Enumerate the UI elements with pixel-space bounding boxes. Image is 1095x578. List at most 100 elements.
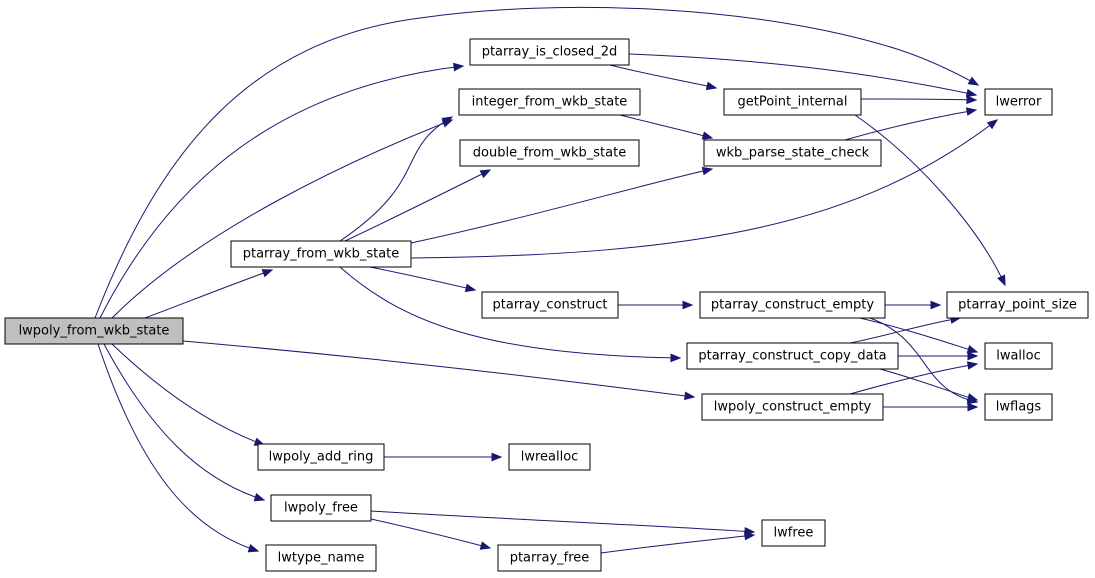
edge-line: [144, 269, 273, 319]
edge-line: [849, 317, 961, 344]
edge-arrowhead: [464, 283, 477, 293]
edge-ptarray_construct_empty-to-ptarray_point_size: [885, 300, 942, 310]
edge-arrowhead: [684, 391, 696, 401]
node-ptarray-point-size[interactable]: ptarray_point_size: [946, 291, 1089, 319]
edge-line: [859, 317, 978, 353]
node-label: lwtype_name: [278, 551, 365, 566]
edge-line: [339, 266, 681, 359]
node-ptarray-free[interactable]: ptarray_free: [497, 544, 602, 572]
edge-line: [628, 53, 977, 96]
edge-line: [94, 6, 979, 319]
node-label: lwpoly_from_wkb_state: [19, 324, 170, 339]
node-integer-from-wkb-state[interactable]: integer_from_wkb_state: [458, 88, 641, 116]
edge-arrowhead: [682, 300, 694, 310]
edge-ptarray_construct_copy_data-to-lwflags: [879, 368, 979, 402]
nodes-layer: lwpoly_from_wkb_state ptarray_is_closed_…: [4, 38, 1089, 572]
edge-ptarray_from_wkb_state-to-ptarray_construct: [369, 266, 477, 293]
node-lwerror[interactable]: lwerror: [984, 88, 1053, 116]
edge-line: [609, 64, 717, 89]
edge-ptarray_is_closed_2d-to-lwerror: [628, 53, 978, 98]
node-ptarray-construct-copy-data[interactable]: ptarray_construct_copy_data: [686, 342, 899, 370]
edge-arrowhead: [965, 88, 978, 98]
node-lwpoly-free[interactable]: lwpoly_free: [270, 494, 372, 522]
edge-getPoint_internal-to-ptarray_point_size: [854, 114, 1006, 287]
edge-ptarray_from_wkb_state-to-ptarray_construct_copy_data: [339, 266, 682, 363]
node-label: lwalloc: [996, 349, 1041, 364]
edge-ptarray_construct_copy_data-to-lwalloc: [898, 351, 979, 361]
edge-lwpoly_from_wkb_state-to-ptarray_from_wkb_state: [144, 269, 274, 319]
edge-ptarray_construct-to-ptarray_construct_empty: [618, 300, 694, 310]
node-ptarray-from-wkb-state[interactable]: ptarray_from_wkb_state: [230, 240, 412, 268]
edge-lwpoly_from_wkb_state-to-lwpoly_free: [103, 343, 266, 502]
node-label: ptarray_from_wkb_state: [243, 247, 400, 262]
edge-lwpoly_free-to-lwfree: [370, 510, 756, 536]
edge-line: [339, 116, 453, 242]
edge-ptarray_from_wkb_state-to-lwerror: [410, 119, 999, 259]
node-label: integer_from_wkb_state: [472, 95, 628, 110]
edge-arrowhead: [670, 353, 682, 363]
edge-arrowhead: [253, 493, 266, 502]
edge-ptarray_from_wkb_state-to-double_from_wkb_state: [344, 169, 492, 242]
edge-line: [619, 114, 713, 139]
edge-lwpoly_construct_empty-to-lwflags: [882, 402, 979, 412]
node-label: ptarray_free: [510, 551, 590, 566]
node-lwtype-name[interactable]: lwtype_name: [265, 544, 377, 572]
node-label: lwpoly_construct_empty: [714, 400, 872, 415]
edge-line: [410, 119, 998, 259]
edge-lwpoly_from_wkb_state-to-lwtype_name: [97, 343, 260, 553]
edge-arrowhead: [701, 131, 714, 140]
edge-line: [370, 510, 755, 533]
node-label: lwfree: [774, 526, 814, 541]
edge-line: [600, 534, 755, 554]
node-lwpoly-from-wkb-state[interactable]: lwpoly_from_wkb_state: [4, 317, 184, 345]
node-wkb-parse-state-check[interactable]: wkb_parse_state_check: [703, 139, 882, 167]
node-label: ptarray_point_size: [958, 298, 1077, 313]
node-label: ptarray_is_closed_2d: [482, 45, 618, 60]
node-double-from-wkb-state[interactable]: double_from_wkb_state: [459, 139, 640, 167]
node-lwpoly-add-ring[interactable]: lwpoly_add_ring: [257, 443, 385, 471]
edge-lwpoly_from_wkb_state-to-integer_from_wkb_state: [111, 119, 454, 319]
edge-line: [344, 169, 491, 242]
node-label: getPoint_internal: [737, 95, 847, 110]
node-ptarray-is-closed-2d[interactable]: ptarray_is_closed_2d: [469, 38, 630, 66]
node-ptarray-construct[interactable]: ptarray_construct: [481, 291, 619, 319]
edge-arrowhead: [479, 169, 492, 179]
node-label: double_from_wkb_state: [473, 146, 626, 161]
node-label: ptarray_construct: [493, 298, 608, 313]
node-lwflags[interactable]: lwflags: [984, 393, 1053, 421]
node-label: wkb_parse_state_check: [716, 146, 870, 161]
edge-arrowhead: [247, 544, 260, 553]
edge-arrowhead: [986, 119, 999, 130]
edge-lwpoly_from_wkb_state-to-lwerror: [94, 6, 980, 319]
edge-ptarray_free-to-lwfree: [600, 531, 756, 554]
edge-lwpoly_construct_empty-to-lwalloc: [849, 361, 979, 395]
edge-lwpoly_from_wkb_state-to-lwpoly_construct_empty: [182, 340, 696, 401]
edge-lwpoly_free-to-ptarray_free: [370, 518, 492, 550]
edge-lwpoly_from_wkb_state-to-ptarray_is_closed_2d: [99, 62, 465, 319]
edge-line: [844, 109, 977, 141]
node-lwrealloc[interactable]: lwrealloc: [508, 443, 591, 471]
edge-arrowhead: [453, 62, 465, 72]
node-label: lwpoly_add_ring: [269, 450, 374, 465]
edge-arrowhead: [967, 351, 979, 361]
edge-arrowhead: [744, 531, 756, 541]
edge-arrowhead: [997, 274, 1006, 287]
node-lwpoly-construct-empty[interactable]: lwpoly_construct_empty: [701, 393, 884, 421]
edge-arrowhead: [966, 361, 979, 370]
edge-line: [854, 114, 1006, 286]
edge-integer_from_wkb_state-to-wkb_parse_state_check: [619, 114, 714, 140]
node-lwalloc[interactable]: lwalloc: [984, 342, 1053, 370]
edge-arrowhead: [965, 107, 978, 116]
edge-arrowhead: [441, 116, 454, 126]
node-ptarray-construct-empty[interactable]: ptarray_construct_empty: [699, 291, 886, 319]
edge-ptarray_from_wkb_state-to-wkb_parse_state_check: [410, 166, 714, 244]
node-lwfree[interactable]: lwfree: [761, 519, 826, 547]
node-label: ptarray_construct_empty: [711, 298, 874, 313]
edge-line: [869, 317, 978, 403]
edges-layer: [94, 6, 1006, 554]
node-getpoint-internal[interactable]: getPoint_internal: [723, 88, 862, 116]
edge-line: [111, 119, 453, 319]
edge-line: [97, 343, 259, 552]
edge-line: [111, 343, 265, 446]
